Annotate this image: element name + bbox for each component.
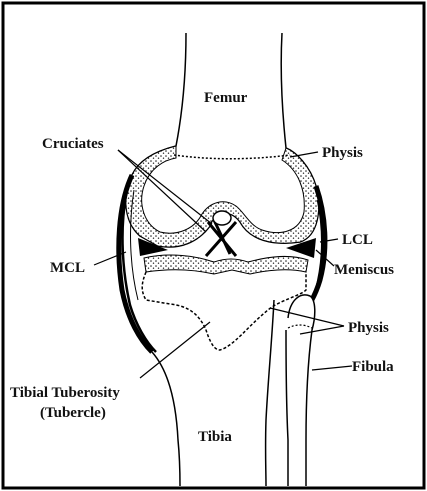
label-tubercle: (Tubercle)	[40, 405, 106, 421]
tibial-articular-cartilage	[144, 255, 308, 274]
label-physis-lower: Physis	[348, 320, 389, 336]
label-cruciates: Cruciates	[42, 136, 104, 152]
label-tibia: Tibia	[198, 429, 232, 445]
label-femur: Femur	[204, 90, 248, 106]
label-fibula: Fibula	[352, 359, 394, 375]
fibula-bone	[286, 295, 315, 486]
label-meniscus: Meniscus	[334, 262, 394, 278]
intercondylar-notch	[213, 211, 231, 225]
leader-fibula	[312, 366, 352, 370]
label-lcl: LCL	[342, 232, 373, 248]
label-mcl: MCL	[50, 260, 85, 276]
tibia-shaft	[152, 300, 274, 486]
label-tibial-tuberosity: Tibial Tuberosity	[10, 385, 120, 401]
label-physis-upper: Physis	[322, 145, 363, 161]
